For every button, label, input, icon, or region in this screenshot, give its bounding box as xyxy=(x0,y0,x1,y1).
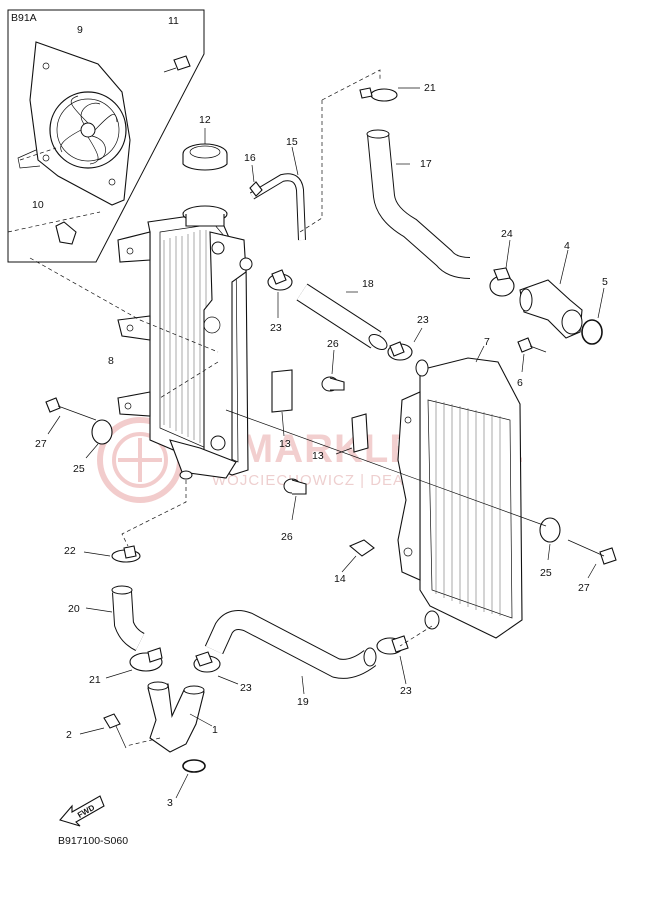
grommet-part-25-left xyxy=(85,419,113,459)
upper-hose-part-17 xyxy=(366,129,471,279)
clamp-part-23-c xyxy=(193,651,239,685)
clamp-part-24 xyxy=(489,239,515,297)
hose-part-19 xyxy=(204,610,377,695)
callout-8: 8 xyxy=(108,355,114,367)
callout-21-bottom: 21 xyxy=(89,674,101,686)
callout-26-top: 26 xyxy=(327,338,339,350)
guard-part-13-left xyxy=(271,369,293,437)
clamp-part-22 xyxy=(83,545,141,563)
inset-box-b91a: B91A xyxy=(7,9,205,263)
callout-1: 1 xyxy=(212,724,218,736)
clip-part-10 xyxy=(55,221,77,245)
callout-25-right: 25 xyxy=(540,567,552,579)
clamp-part-21-top xyxy=(299,69,420,233)
clamp-part-16 xyxy=(249,164,263,197)
callout-9: 9 xyxy=(77,24,83,36)
callout-27-right: 27 xyxy=(578,582,590,594)
callout-4: 4 xyxy=(564,240,570,252)
callout-15: 15 xyxy=(286,136,298,148)
callout-17: 17 xyxy=(420,158,432,170)
fan-shroud-part-9 xyxy=(17,41,131,206)
bolt-part-27-left xyxy=(45,397,97,435)
mount-axis-line xyxy=(225,409,547,527)
dashed-line-lower-left xyxy=(121,480,187,547)
right-radiator-fins xyxy=(435,400,501,616)
clamp-part-23-a xyxy=(267,269,293,318)
callout-24: 24 xyxy=(501,228,513,240)
diagram-code: B917100-S060 xyxy=(58,835,128,847)
clamp-part-23-d xyxy=(376,635,409,685)
callout-7: 7 xyxy=(484,336,490,348)
radiator-cap-part-12 xyxy=(182,128,228,171)
overflow-hose-part-15 xyxy=(249,146,306,241)
dashed-line-bolt-2 xyxy=(125,737,161,747)
callout-12: 12 xyxy=(199,114,211,126)
collar-part-26-top xyxy=(321,349,345,392)
joint-part-1 xyxy=(147,681,213,753)
callout-10: 10 xyxy=(32,199,44,211)
clamp-part-21-bottom xyxy=(105,647,163,679)
callout-11: 11 xyxy=(168,15,179,27)
callout-26-bottom: 26 xyxy=(281,531,293,543)
grommet-part-25-right xyxy=(539,517,561,561)
callout-23-c: 23 xyxy=(240,682,252,694)
bolt-part-11 xyxy=(163,55,191,73)
callout-25-left: 25 xyxy=(73,463,85,475)
callout-6: 6 xyxy=(517,377,523,389)
dashed-line-lower-right xyxy=(399,625,433,647)
callout-19: 19 xyxy=(297,696,309,708)
right-radiator-part-7 xyxy=(397,345,523,639)
fwd-arrow-icon: FWD xyxy=(59,795,105,827)
o-ring-part-5 xyxy=(581,287,605,345)
guard-part-13-right xyxy=(335,413,369,455)
callout-27-left: 27 xyxy=(35,438,47,450)
inset-box-title: B91A xyxy=(11,12,37,24)
callout-13-left: 13 xyxy=(279,438,291,450)
callout-22: 22 xyxy=(64,545,76,557)
callout-21-top: 21 xyxy=(424,82,436,94)
callout-23-b: 23 xyxy=(417,314,429,326)
collar-part-26-bottom xyxy=(283,478,307,521)
callout-labels: 1 2 3 4 5 6 7 8 9 10 11 12 13 13 14 15 1… xyxy=(32,15,608,809)
bolt-part-6 xyxy=(517,337,547,373)
left-radiator-fins xyxy=(163,230,207,446)
clamp-part-23-b xyxy=(387,327,423,361)
left-radiator-part-8 xyxy=(29,205,253,480)
callout-18: 18 xyxy=(362,278,374,290)
callout-13-right: 13 xyxy=(312,450,324,462)
hose-part-20 xyxy=(85,585,145,651)
callout-3: 3 xyxy=(167,797,173,809)
bolt-part-2 xyxy=(79,713,127,749)
callout-5: 5 xyxy=(602,276,608,288)
hose-part-18 xyxy=(296,283,388,350)
o-ring-part-3 xyxy=(175,759,206,799)
damper-part-14 xyxy=(341,539,375,573)
callout-20: 20 xyxy=(68,603,80,615)
bolt-part-27-right xyxy=(567,539,617,579)
callout-16: 16 xyxy=(244,152,256,164)
callout-23-a: 23 xyxy=(270,322,282,334)
fitting-part-4 xyxy=(519,249,583,339)
callout-14: 14 xyxy=(334,573,346,585)
callout-23-d: 23 xyxy=(400,685,412,697)
callout-2: 2 xyxy=(66,729,72,741)
